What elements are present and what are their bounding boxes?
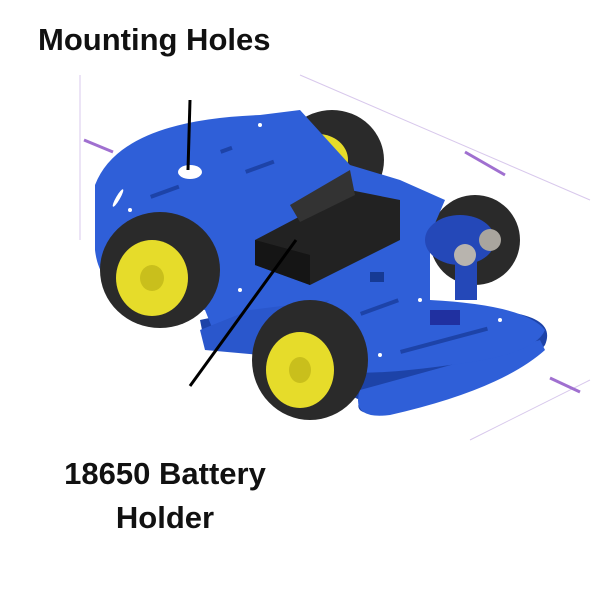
wheel-front-right: [252, 300, 368, 420]
battery-holder-leader-line: [188, 239, 298, 387]
battery-holder-label-line2: Holder: [115, 500, 215, 535]
ultrasonic-sensor: [425, 215, 501, 325]
battery-holder-label-line1: 18650 Battery: [64, 456, 266, 491]
mounting-holes-label: Mounting Holes: [38, 22, 271, 57]
battery-holder-18650: [255, 170, 400, 285]
battery-holder-label: 18650 Battery Holder: [20, 452, 310, 540]
wheel-front-left: [100, 212, 220, 328]
dimension-lines: [79, 74, 591, 441]
mounting-holes-leader-line: [186, 99, 192, 171]
mounting-holes: [112, 123, 530, 357]
